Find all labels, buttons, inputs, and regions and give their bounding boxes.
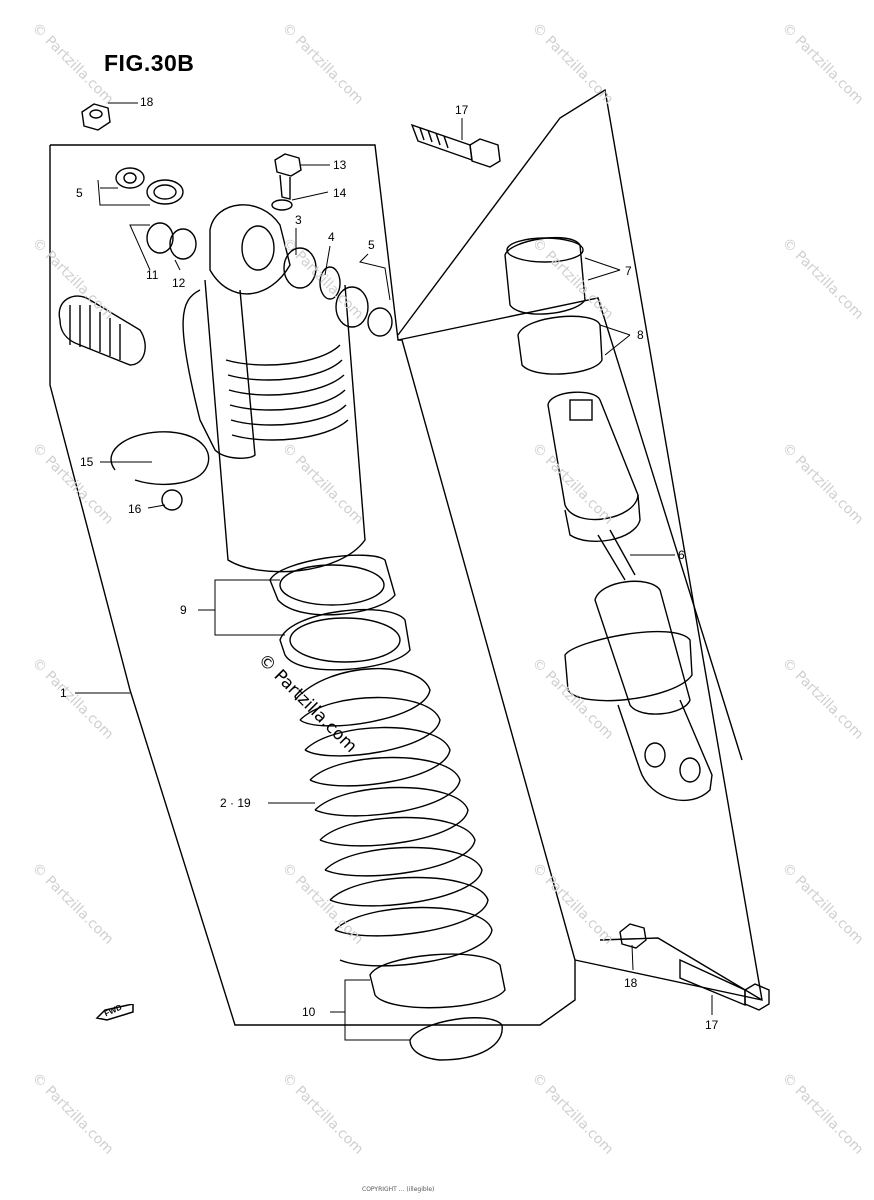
callout-5-right: 5 — [368, 238, 375, 252]
callout-16: 16 — [128, 502, 142, 516]
callout-4: 4 — [328, 230, 335, 244]
assembly-frame-left — [49, 144, 576, 1026]
callout-12: 12 — [172, 276, 186, 290]
bolt-17-top — [410, 123, 501, 168]
footer-copyright: COPYRIGHT ... (illegible) — [362, 1186, 435, 1193]
callout-15: 15 — [80, 455, 94, 469]
callout-6: 6 — [678, 548, 685, 562]
callout-18-top: 18 — [140, 95, 154, 109]
callout-9: 9 — [180, 603, 187, 617]
callout-1: 1 — [60, 686, 67, 700]
callout-14: 14 — [333, 186, 347, 200]
callout-17-bottom: 17 — [705, 1018, 719, 1032]
callout-18-bottom: 18 — [624, 976, 638, 990]
callout-3: 3 — [295, 213, 302, 227]
callout-17-top: 17 — [455, 103, 469, 117]
callout-13: 13 — [333, 158, 347, 172]
callout-8: 8 — [637, 328, 644, 342]
callout-5-left: 5 — [76, 186, 83, 200]
callout-10: 10 — [302, 1005, 316, 1019]
callout-2-19: 2 · 19 — [220, 796, 251, 810]
fwd-arrow-icon — [95, 1004, 134, 1021]
main-spring-coils — [294, 668, 493, 967]
nut-18-top — [81, 103, 111, 131]
figure-title: FIG.30B — [104, 50, 195, 76]
callout-7: 7 — [625, 264, 632, 278]
callout-11: 11 — [146, 268, 159, 282]
assembly-frame-right — [397, 88, 763, 1001]
